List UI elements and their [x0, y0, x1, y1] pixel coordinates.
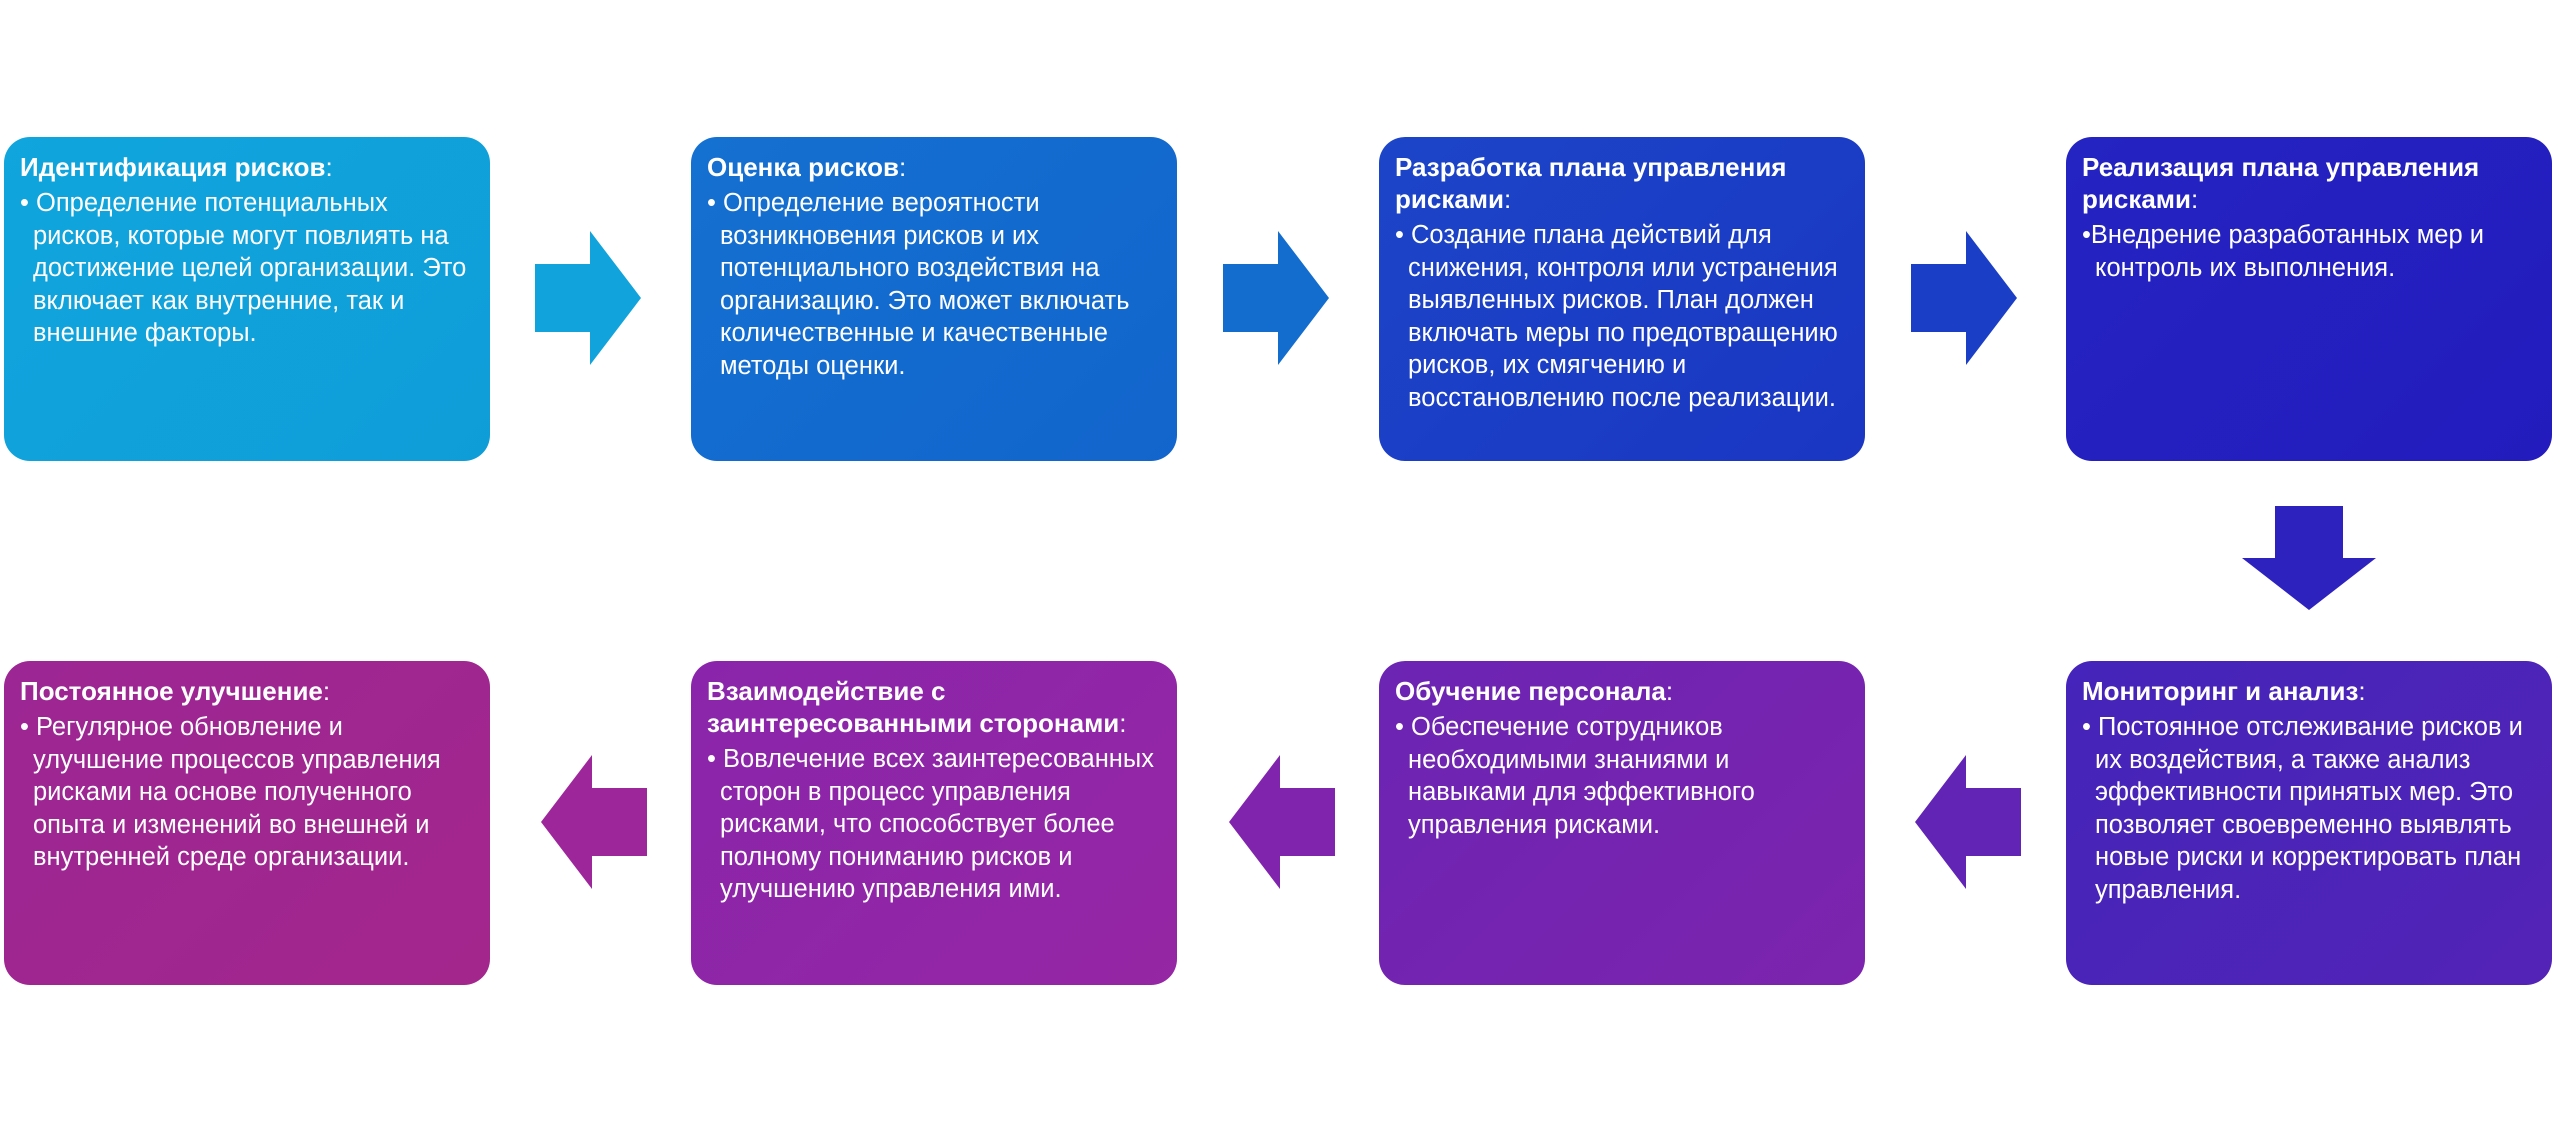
arrow-left-icon	[1915, 755, 2021, 889]
step-box-continuous-improvement: Постоянное улучшение: • Регулярное обнов…	[4, 661, 490, 985]
step-box-plan-development: Разработка плана управления рисками: • С…	[1379, 137, 1865, 461]
arrow-right-icon	[535, 231, 641, 365]
step-description: • Определение вероятности возникновения …	[707, 189, 1130, 380]
step-box-stakeholders: Взаимодействие с заинтересованными сторо…	[691, 661, 1177, 985]
step-title: Оценка рисков:	[707, 152, 907, 182]
step-title: Взаимодействие с заинтересованными сторо…	[707, 676, 1127, 738]
step-box-monitoring: Мониторинг и анализ: • Постоянное отслеж…	[2066, 661, 2552, 985]
step-description: • Создание плана действий для снижения, …	[1395, 221, 1838, 412]
step-box-assessment: Оценка рисков: • Определение вероятности…	[691, 137, 1177, 461]
step-title: Обучение персонала:	[1395, 676, 1674, 706]
arrow-down-icon	[2242, 506, 2376, 610]
step-description: • Регулярное обновление и улучшение проц…	[20, 713, 441, 871]
step-description: • Обеспечение сотрудников необходимыми з…	[1395, 713, 1755, 839]
step-title: Мониторинг и анализ:	[2082, 676, 2366, 706]
arrow-right-icon	[1911, 231, 2017, 365]
step-description: • Постоянное отслеживание рисков и их во…	[2082, 713, 2523, 904]
step-title: Разработка плана управления рисками:	[1395, 152, 1787, 214]
step-box-training: Обучение персонала: • Обеспечение сотруд…	[1379, 661, 1865, 985]
step-title: Постоянное улучшение:	[20, 676, 331, 706]
step-description: • Определение потенциальных рисков, кото…	[20, 189, 467, 347]
step-description: • Вовлечение всех заинтересованных сторо…	[707, 745, 1154, 903]
step-box-identification: Идентификация рисков: • Определение поте…	[4, 137, 490, 461]
step-description: •Внедрение разработанных мер и контроль …	[2082, 221, 2484, 282]
arrow-right-icon	[1223, 231, 1329, 365]
step-box-plan-implementation: Реализация плана управления рисками: •Вн…	[2066, 137, 2552, 461]
step-title: Идентификация рисков:	[20, 152, 333, 182]
step-title: Реализация плана управления рисками:	[2082, 152, 2480, 214]
arrow-left-icon	[541, 755, 647, 889]
arrow-left-icon	[1229, 755, 1335, 889]
